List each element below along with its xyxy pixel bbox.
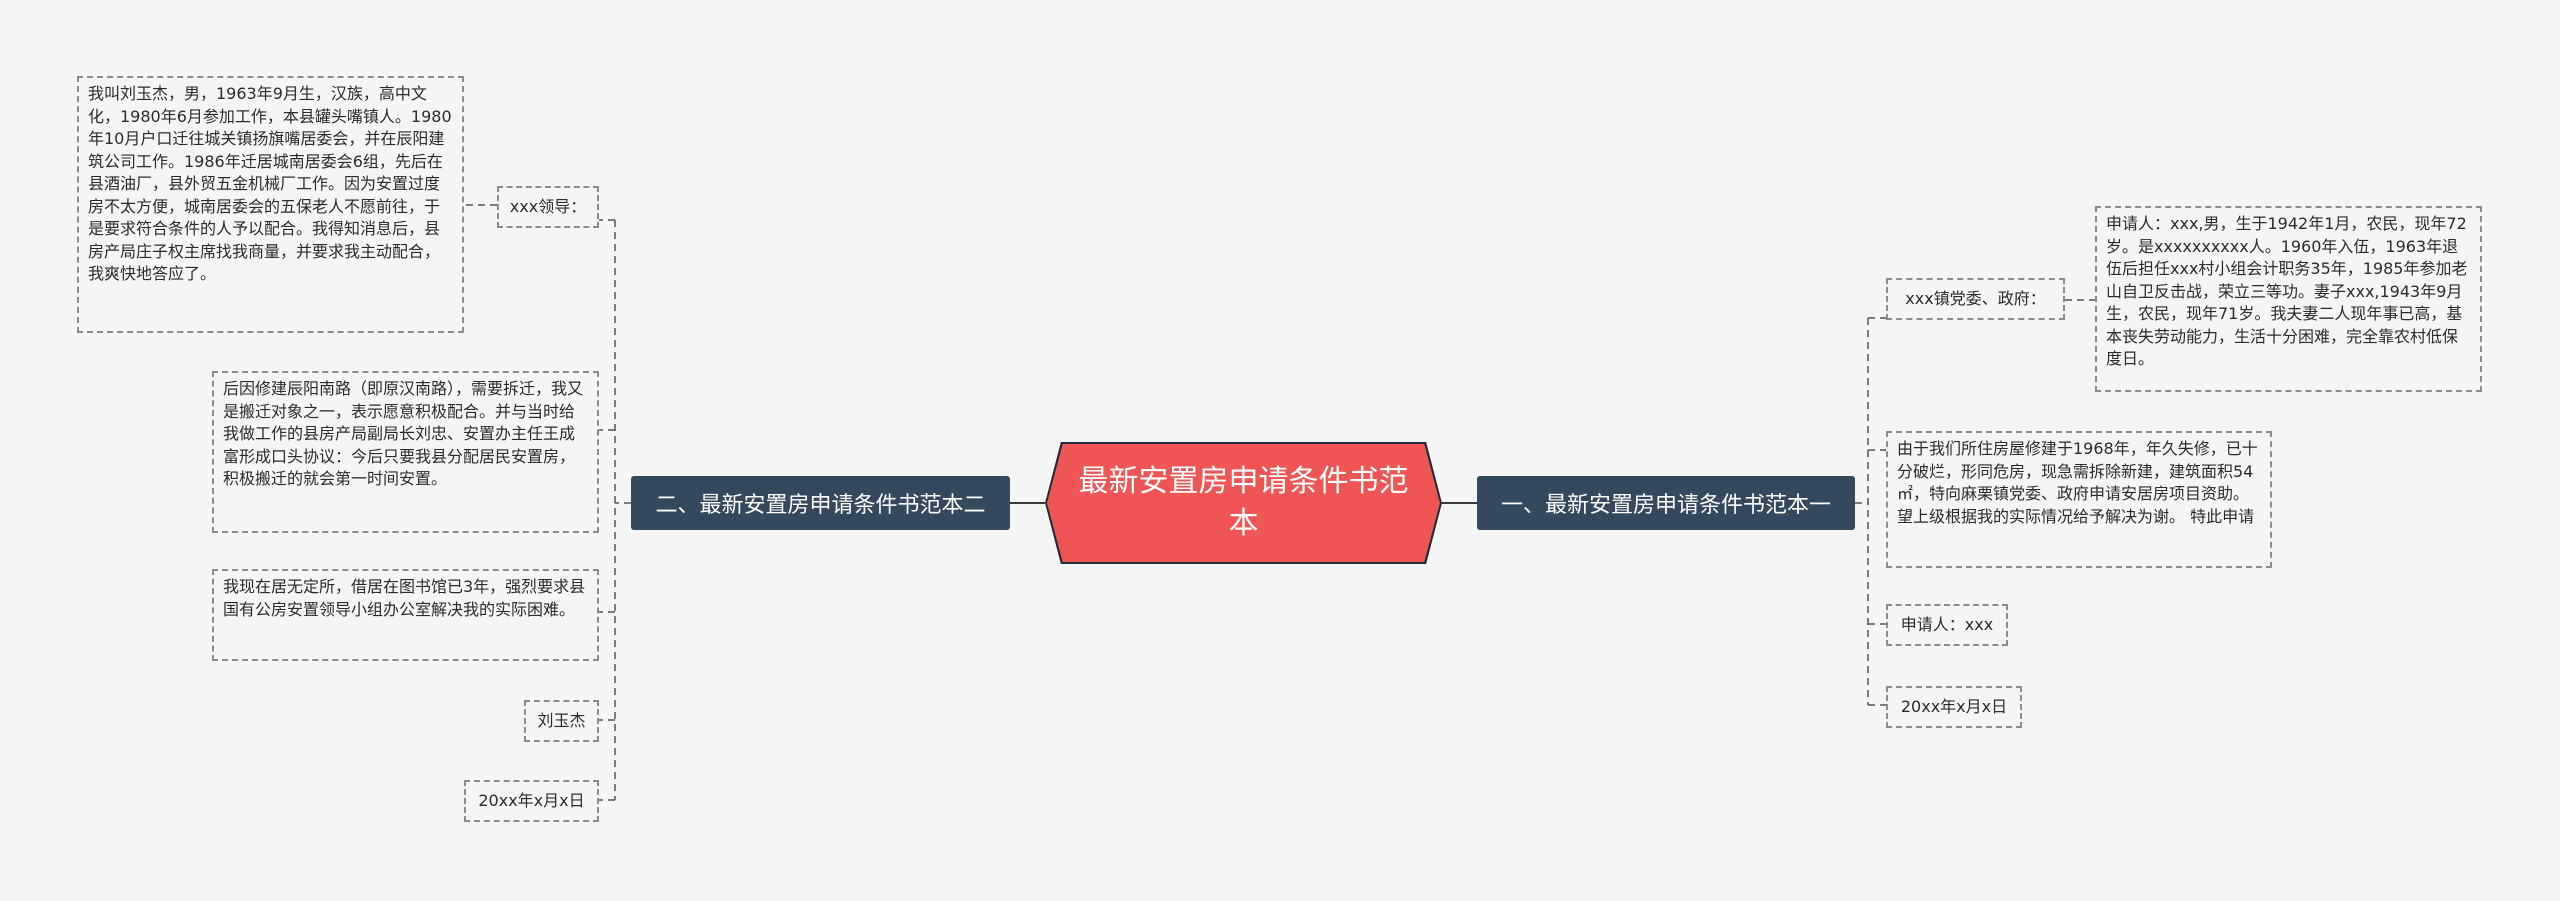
right-applicant-info-text: 申请人：xxx,男，生于1942年1月，农民，现年72岁。是xxxxxxxxxx… (2106, 214, 2468, 368)
left-relocation-text: 后因修建辰阳南路（即原汉南路），需要拆迁，我又是搬迁对象之一，表示愿意积极配合。… (223, 379, 584, 488)
branch-left-label: 二、最新安置房申请条件书范本二 (655, 493, 986, 518)
left-intro-node[interactable]: 我叫刘玉杰，男，1963年9月生，汉族，高中文化，1980年6月参加工作，本县罐… (77, 76, 464, 333)
left-addressee-text: xxx领导： (509, 196, 587, 216)
right-applicant-info-node[interactable]: 申请人：xxx,男，生于1942年1月，农民，现年72岁。是xxxxxxxxxx… (2095, 206, 2482, 392)
left-addressee-node[interactable]: xxx领导： (497, 186, 599, 228)
branch-right[interactable]: 一、最新安置房申请条件书范本一 (1477, 476, 1855, 530)
left-date-node[interactable]: 20xx年x月x日 (464, 780, 599, 822)
branch-left[interactable]: 二、最新安置房申请条件书范本二 (631, 476, 1010, 530)
left-intro-text: 我叫刘玉杰，男，1963年9月生，汉族，高中文化，1980年6月参加工作，本县罐… (88, 84, 452, 283)
left-request-node[interactable]: 我现在居无定所，借居在图书馆已3年，强烈要求县国有公房安置领导小组办公室解决我的… (212, 569, 599, 661)
right-signature-node[interactable]: 申请人：xxx (1886, 604, 2008, 646)
root-node[interactable]: 最新安置房申请条件书范本 (1047, 444, 1440, 562)
left-relocation-node[interactable]: 后因修建辰阳南路（即原汉南路），需要拆迁，我又是搬迁对象之一，表示愿意积极配合。… (212, 371, 599, 533)
right-date-text: 20xx年x月x日 (1900, 696, 2008, 716)
right-reason-node[interactable]: 由于我们所住房屋修建于1968年，年久失修，已十分破烂，形同危房，现急需拆除新建… (1886, 431, 2272, 568)
left-request-text: 我现在居无定所，借居在图书馆已3年，强烈要求县国有公房安置领导小组办公室解决我的… (223, 577, 586, 619)
left-date-text: 20xx年x月x日 (478, 790, 585, 810)
root-title: 最新安置房申请条件书范本 (1078, 464, 1409, 541)
branch-right-label: 一、最新安置房申请条件书范本一 (1500, 493, 1831, 518)
right-addressee-text: xxx镇党委、政府： (1905, 288, 2046, 308)
right-reason-text: 由于我们所住房屋修建于1968年，年久失修，已十分破烂，形同危房，现急需拆除新建… (1897, 439, 2258, 526)
right-date-node[interactable]: 20xx年x月x日 (1886, 686, 2022, 728)
right-signature-text: 申请人：xxx (1900, 614, 1994, 634)
left-signature-node[interactable]: 刘玉杰 (524, 700, 599, 742)
left-signature-text: 刘玉杰 (537, 710, 586, 730)
right-addressee-node[interactable]: xxx镇党委、政府： (1886, 278, 2065, 320)
